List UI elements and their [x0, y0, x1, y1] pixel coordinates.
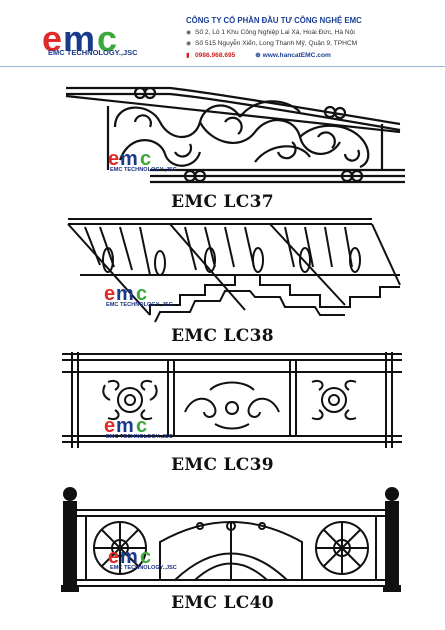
svg-text:e: e — [104, 415, 115, 437]
address-line-2: ◉Số 515 Nguyễn Xiển, Long Thạnh Mỹ, Quận… — [186, 40, 358, 47]
svg-text:m: m — [120, 148, 138, 170]
design-caption-lc38: EMC LC38 — [171, 326, 274, 346]
location-icon: ◉ — [186, 41, 192, 47]
watermark-emc-logo: e m c — [104, 283, 147, 305]
page-header: e m c EMC TECHNOLOGY.,JSC CÔNG TY CỔ PHẦ… — [0, 0, 445, 66]
railing-lc38-drawing — [67, 218, 401, 323]
emc-logo: e m c — [42, 18, 117, 59]
watermark-subtitle: EMC TECHNOLOGY.,JSC — [110, 167, 177, 173]
watermark-subtitle: EMC TECHNOLOGY.,JSC — [110, 565, 177, 571]
svg-text:e: e — [108, 148, 119, 170]
railing-lc37-drawing — [65, 86, 405, 184]
svg-text:e: e — [42, 18, 62, 59]
watermark-emc-logo: e m c — [104, 415, 147, 437]
phone-number[interactable]: 0986.968.695 — [195, 52, 236, 59]
logo-subtitle: EMC TECHNOLOGY.,JSC — [48, 48, 138, 57]
railing-lc40-drawing — [61, 487, 401, 592]
svg-text:c: c — [97, 18, 117, 59]
svg-text:e: e — [104, 283, 115, 305]
company-name: CÔNG TY CỔ PHẦN ĐẦU TƯ CÔNG NGHỆ EMC — [186, 16, 362, 25]
watermark-emc-logo: e m c — [108, 148, 151, 170]
website-link[interactable]: ⊕ www.hancatEMC.com — [255, 52, 331, 59]
design-caption-lc37: EMC LC37 — [171, 192, 274, 212]
svg-text:c: c — [140, 546, 151, 568]
railing-lc39-drawing — [62, 352, 402, 448]
location-icon: ◉ — [186, 30, 192, 36]
svg-text:m: m — [116, 283, 134, 305]
globe-icon: ⊕ — [255, 52, 261, 59]
watermark-logo: e m c EMC TECHNOLOGY.,JSC — [108, 148, 177, 175]
svg-text:c: c — [136, 283, 147, 305]
design-caption-lc39: EMC LC39 — [171, 455, 274, 475]
contact-line: ▮ 0986.968.695 ⊕ www.hancatEMC.com — [186, 51, 331, 59]
watermark-logo: e m c EMC TECHNOLOGY.,JSC — [104, 415, 173, 442]
svg-text:c: c — [140, 148, 151, 170]
design-caption-lc40: EMC LC40 — [171, 593, 274, 613]
phone-icon: ▮ — [186, 52, 190, 59]
svg-text:m: m — [120, 546, 138, 568]
watermark-logo: e m c EMC TECHNOLOGY.,JSC — [104, 283, 173, 310]
watermark-emc-logo: e m c — [108, 546, 151, 568]
header-divider — [0, 66, 445, 67]
watermark-subtitle: EMC TECHNOLOGY.,JSC — [106, 434, 173, 440]
watermark-logo: e m c EMC TECHNOLOGY.,JSC — [108, 546, 177, 573]
svg-text:e: e — [108, 546, 119, 568]
svg-text:m: m — [116, 415, 134, 437]
svg-text:c: c — [136, 415, 147, 437]
address-line-1: ◉Số 2, Lô 1 Khu Công Nghiệp Lai Xá, Hoài… — [186, 29, 355, 36]
watermark-subtitle: EMC TECHNOLOGY.,JSC — [106, 302, 173, 308]
svg-text:m: m — [63, 18, 95, 59]
